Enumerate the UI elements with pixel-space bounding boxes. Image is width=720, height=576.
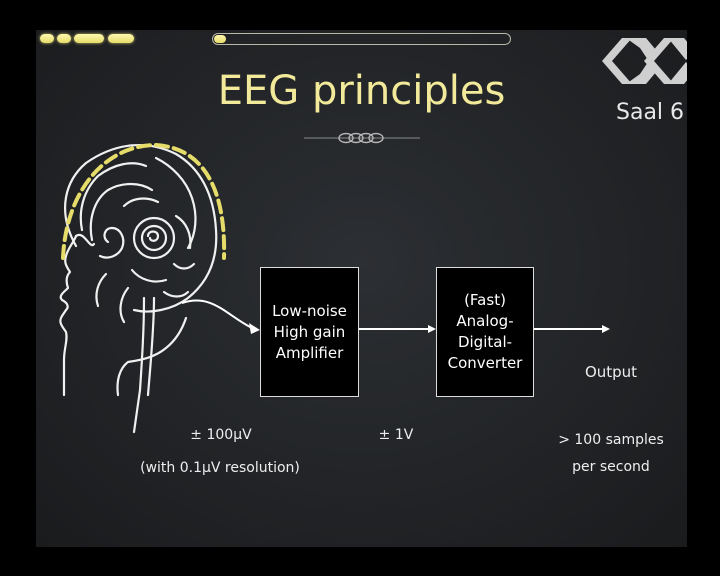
arrow-head-to-amp (181, 299, 253, 329)
progress-bar (212, 33, 511, 45)
adc-block: (Fast) Analog- Digital- Converter (436, 267, 534, 397)
electrode-cap-icon (61, 142, 227, 260)
sample-rate-line-2: per second (572, 459, 650, 475)
arrowhead-adc (428, 325, 436, 333)
sample-rate-line-1: > 100 samples (558, 432, 664, 448)
adc-line-1: (Fast) (464, 291, 506, 309)
input-resolution-label: (with 0.1μV resolution) (140, 460, 300, 476)
arrowhead-output (602, 325, 610, 333)
amp-line-1: Low-noise (272, 301, 347, 320)
conference-logo-icon (602, 38, 687, 84)
signal-chain-diagram (59, 142, 610, 434)
nav-dot-4[interactable] (108, 34, 134, 43)
output-label: Output (584, 363, 638, 381)
amplifier-block: Low-noise High gain Amplifier (260, 267, 359, 397)
amp-voltage-label: ± 1V (378, 427, 414, 443)
nav-dot-3[interactable] (74, 34, 104, 43)
room-label: Saal 6 (616, 100, 685, 125)
sample-rate-label: > 100 samples per second (551, 427, 671, 481)
slide-title: EEG principles (217, 68, 506, 114)
nav-dot-1[interactable] (40, 34, 54, 43)
progress-fill (214, 35, 226, 43)
slide: Saal 6 EEG principles (36, 30, 687, 547)
amp-line-2: High gain (273, 322, 346, 341)
nav-dot-2[interactable] (57, 34, 71, 43)
arrowhead-amp (249, 323, 260, 334)
head-brain-icon (59, 143, 218, 434)
adc-line-2: Analog- (456, 312, 514, 330)
title-ornament-icon (304, 132, 420, 144)
input-voltage-label: ± 100μV (190, 427, 252, 443)
adc-line-3: Digital- (457, 333, 513, 351)
amp-line-3: Amplifier (275, 343, 344, 362)
adc-line-4: Converter (447, 354, 523, 372)
